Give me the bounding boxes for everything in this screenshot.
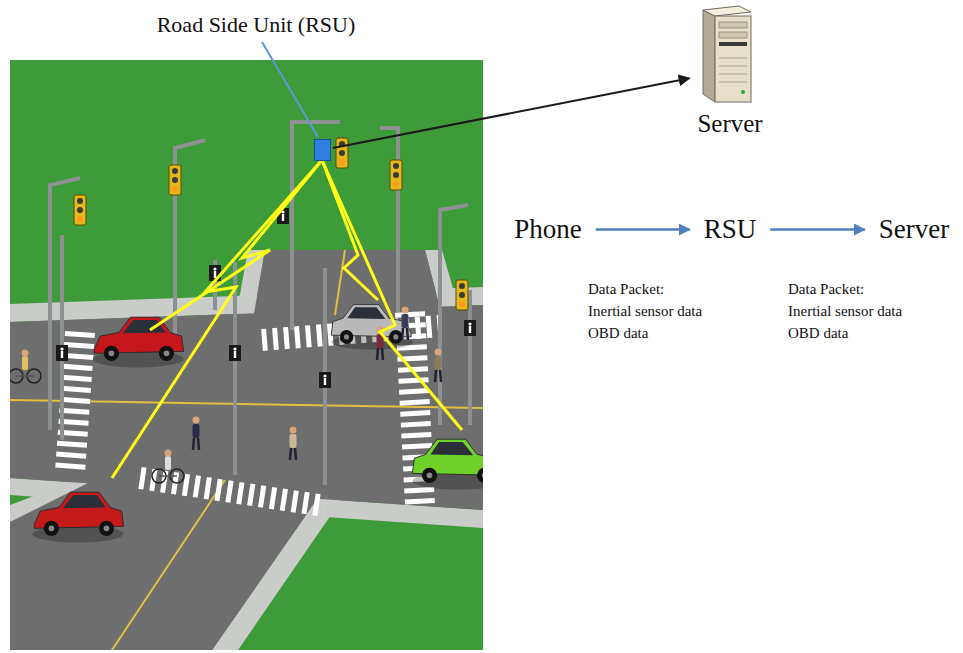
- server-icon: [719, 42, 747, 46]
- traffic-pole: [380, 128, 398, 312]
- flow-node: Phone: [510, 212, 586, 247]
- pedestrian: [193, 417, 200, 451]
- server-icon: [741, 90, 745, 94]
- traffic-light: [464, 320, 476, 336]
- wireless-link: [112, 160, 462, 478]
- lane-marking: [10, 250, 483, 650]
- lane-marking: [70, 332, 80, 472]
- traffic-light: [74, 195, 86, 225]
- node-label: RSU: [704, 214, 757, 245]
- node-label: Road Side Unit (RSU): [157, 12, 356, 37]
- traffic-pole: [60, 235, 64, 440]
- car: [412, 439, 483, 489]
- car: [92, 317, 183, 367]
- lane-marking: [140, 478, 325, 506]
- wireless-link: [322, 160, 462, 430]
- server-icon: [715, 16, 751, 102]
- connector-arrow: [770, 228, 865, 231]
- server-icon: [719, 58, 747, 59]
- connector-arrow: [596, 228, 690, 231]
- traffic-light: [229, 345, 241, 361]
- node-label: Server: [879, 214, 949, 245]
- server-icon: [719, 82, 747, 83]
- flow-node: RSU: [700, 212, 761, 247]
- packet-field: OBD data: [788, 325, 848, 342]
- connector-arrow: [333, 78, 689, 148]
- road: [10, 250, 483, 650]
- packet-field: Inertial sensor data: [588, 303, 702, 320]
- traffic-light: [456, 280, 468, 310]
- server-icon: [703, 10, 715, 102]
- pedestrian: [402, 307, 409, 341]
- pedestrian: [10, 350, 41, 384]
- packet-field: OBD data: [588, 325, 648, 342]
- node-label: Server: [697, 110, 762, 139]
- traffic-light: [319, 372, 331, 388]
- pedestrian: [152, 450, 184, 484]
- server-node: Server: [693, 0, 766, 141]
- traffic-light: [336, 138, 348, 168]
- traffic-pole: [292, 122, 340, 330]
- wireless-link: [150, 160, 322, 330]
- traffic-light: [169, 165, 181, 195]
- packet-field: Data Packet:: [788, 281, 864, 298]
- lane-marking: [110, 480, 225, 650]
- server-icon: [719, 22, 747, 28]
- server-icon: [719, 32, 747, 38]
- traffic-light: [56, 138, 476, 388]
- traffic-pole: [468, 290, 472, 425]
- traffic-light: [56, 345, 68, 361]
- car: [32, 305, 483, 543]
- server-icon: [719, 66, 747, 67]
- packet-field: Data Packet:: [588, 281, 664, 298]
- traffic-pole: [440, 205, 468, 425]
- road: [10, 305, 483, 510]
- pedestrian: [10, 307, 442, 484]
- sidewalk: [10, 250, 483, 650]
- traffic-pole: [233, 262, 237, 475]
- wireless-link: [112, 160, 322, 478]
- server-icon: [703, 6, 751, 16]
- pedestrian: [290, 427, 297, 461]
- car: [331, 305, 413, 350]
- leader-line: [262, 42, 318, 137]
- traffic-light: [390, 160, 402, 190]
- node-label: Phone: [514, 214, 582, 245]
- traffic-pole: [50, 122, 470, 485]
- rsu-unit: Road Side Unit (RSU): [314, 139, 331, 161]
- intersection-scene: [10, 60, 483, 650]
- packet-field: Inertial sensor data: [788, 303, 902, 320]
- lane-marking: [335, 250, 345, 315]
- server-icon: [719, 74, 747, 75]
- flow-node: Server: [875, 212, 953, 247]
- pedestrian: [435, 349, 442, 383]
- server-icon: [703, 6, 751, 102]
- car: [32, 492, 123, 542]
